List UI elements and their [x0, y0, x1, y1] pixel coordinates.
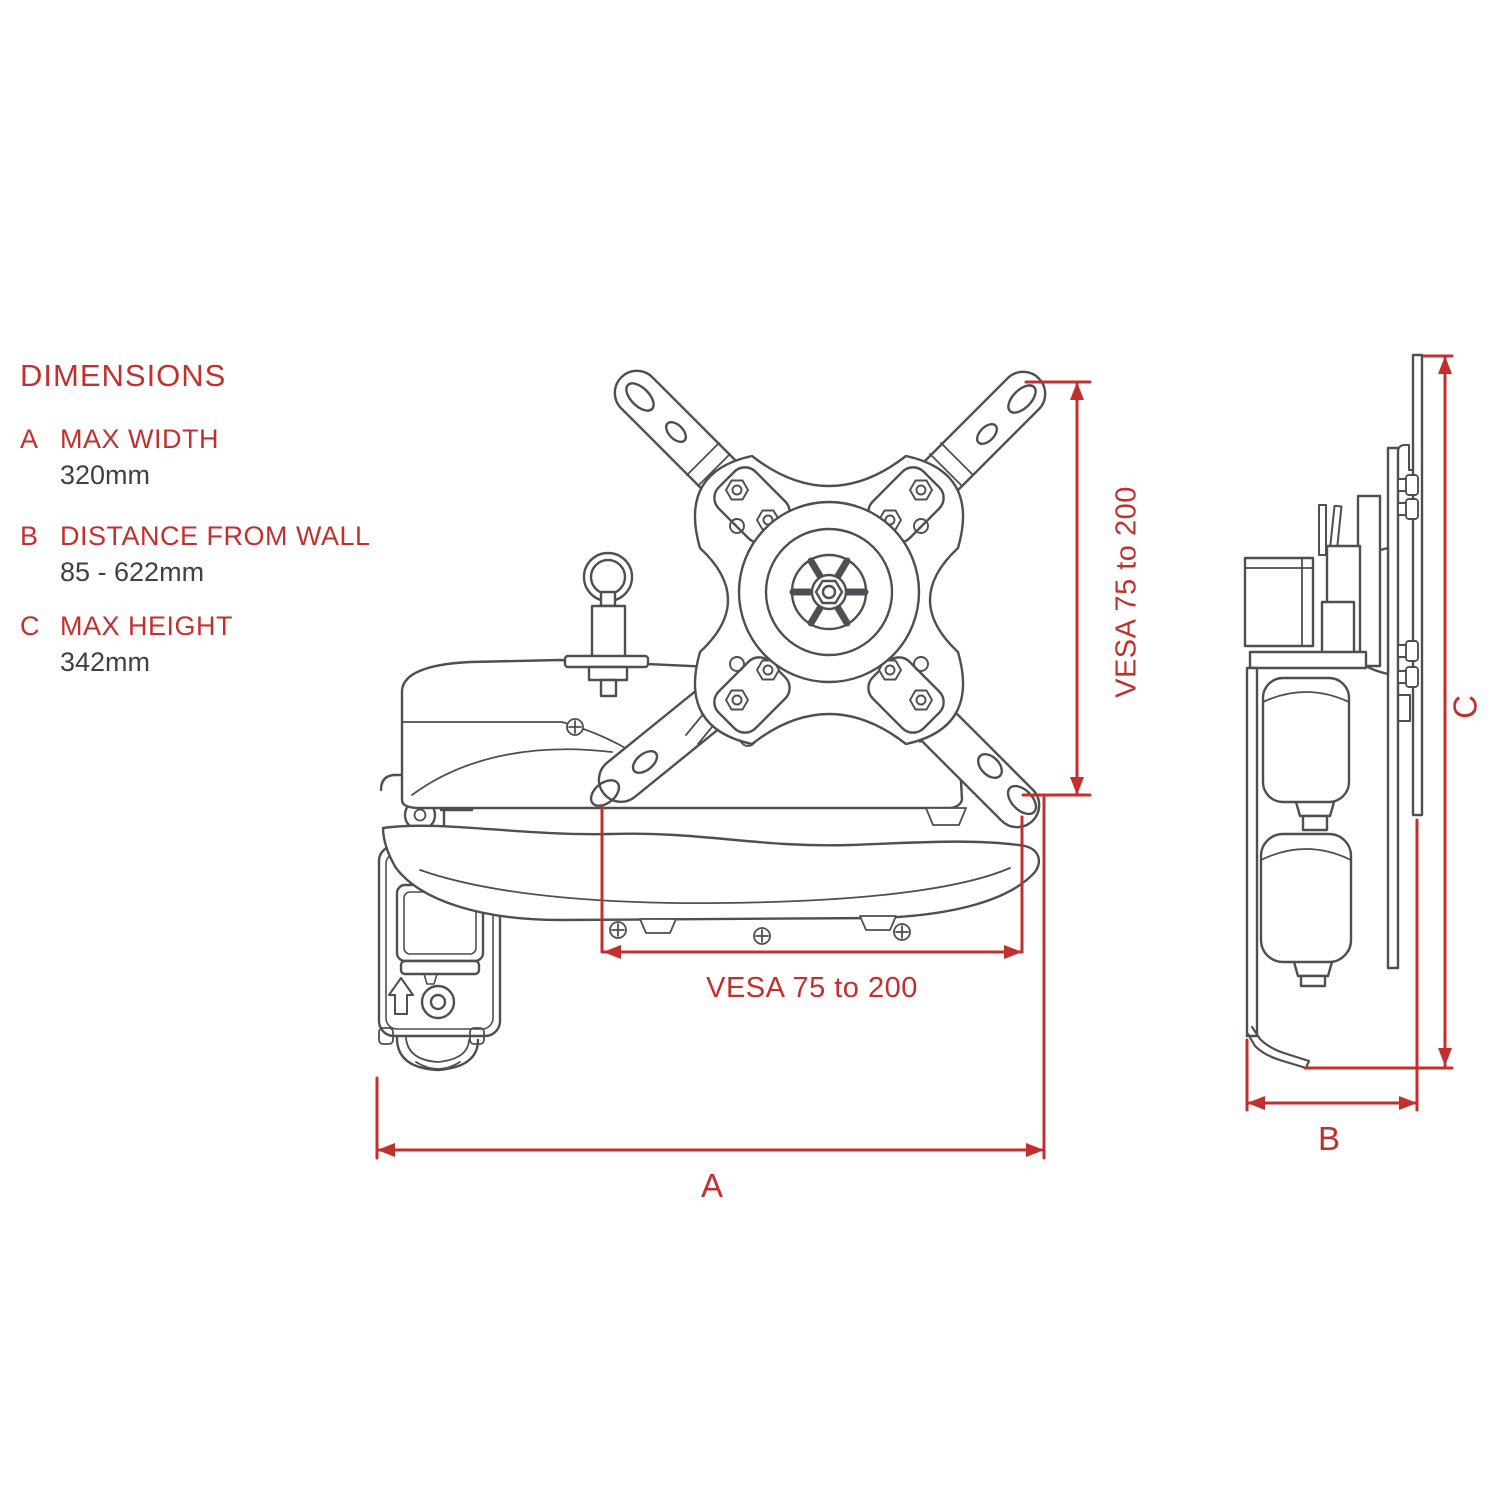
mount-shelf-side: [1248, 650, 1368, 670]
wall-strip-foot-side: [1246, 1025, 1311, 1070]
legend-label-distance-from-wall: DISTANCE FROM WALL: [60, 521, 371, 551]
arrow-up-icon: [388, 977, 414, 1015]
vesa-horizontal-label: VESA 75 to 200: [706, 972, 918, 1004]
side-view: [1243, 353, 1424, 1070]
legend-key-b: B: [20, 521, 39, 551]
wall-plate-front: [377, 773, 570, 1072]
vesa-adapter-plate-side: [1386, 446, 1400, 970]
legend-label-max-width: MAX WIDTH: [60, 424, 219, 454]
swivel-hub: [737, 500, 921, 684]
wall-strip-side: [1245, 666, 1259, 1038]
lower-knuckle-side: [1259, 832, 1353, 988]
dim-label-a: A: [701, 1167, 723, 1204]
legend-label-max-height: MAX HEIGHT: [60, 611, 234, 641]
dimension-annotations: [375, 354, 1454, 1160]
pull-pin-side: [1318, 504, 1343, 556]
side-bolts: [1397, 474, 1419, 688]
vesa-bracket: [589, 369, 1047, 829]
legend-item-max-height: C MAX HEIGHT: [20, 611, 233, 642]
dimensions-legend: DIMENSIONS A MAX WIDTH 320mm B DISTANCE FR…: [0, 0, 380, 700]
legend-item-distance-from-wall: B DISTANCE FROM WALL: [20, 521, 371, 552]
dim-label-b: B: [1318, 1120, 1340, 1157]
dim-vesa-horizontal: [600, 804, 1024, 959]
dim-vesa-vertical: [1021, 380, 1092, 797]
legend-title: DIMENSIONS: [20, 358, 227, 393]
upper-knuckle-side: [1261, 676, 1351, 832]
wall-plate-foot: [378, 1027, 485, 1072]
monitor-plate-side: [1411, 353, 1424, 817]
dim-b-distance-from-wall: [1245, 818, 1419, 1112]
legend-value-max-height: 342mm: [60, 647, 151, 677]
dim-label-c: C: [1447, 695, 1484, 719]
front-view: [377, 369, 1047, 1072]
legend-key-c: C: [20, 611, 40, 641]
legend-item-max-width: A MAX WIDTH: [20, 424, 219, 455]
dim-c-max-height: [1303, 354, 1454, 1070]
legend-value-max-width: 320mm: [60, 460, 151, 490]
dim-a-max-width: [375, 795, 1046, 1160]
legend-value-distance-from-wall: 85 - 622mm: [60, 557, 205, 587]
legend-key-a: A: [20, 424, 39, 454]
lock-knob: [420, 984, 456, 1020]
vesa-vertical-label: VESA 75 to 200: [1111, 486, 1143, 698]
pull-pin: [563, 551, 650, 698]
